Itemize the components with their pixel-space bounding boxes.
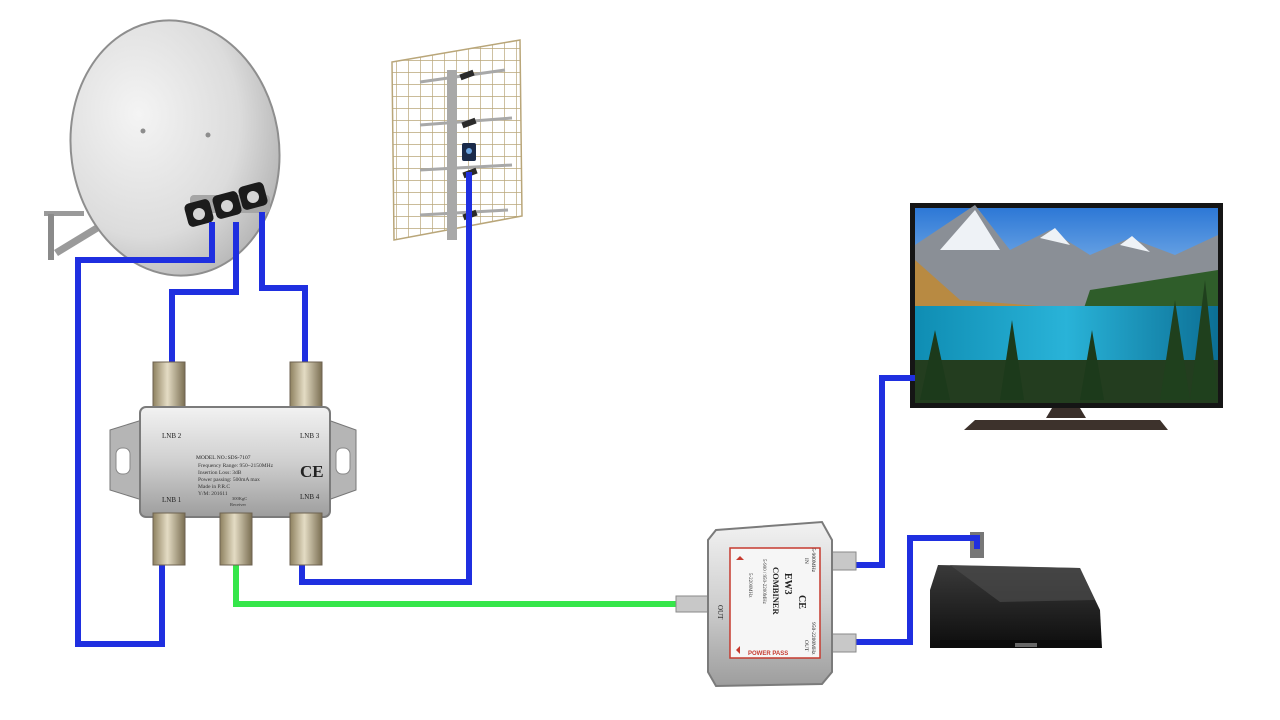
switch-spec-loss: Insertion Loss: 3dB: [198, 470, 242, 476]
f-connector-lnb2: [152, 361, 186, 413]
switch-receiver-label: Receiver: [230, 502, 246, 507]
f-connector-lnb3: [289, 361, 323, 413]
tv-screen: [915, 205, 1218, 403]
switch-spec-ym: Y/M: 201611: [198, 491, 228, 497]
set-top-box: [930, 532, 1102, 648]
switch-model: MODEL NO.:SDS-7107: [196, 455, 251, 461]
combiner: EW3 COMBINER 5-900 / 950-2200MHz 5-2200M…: [675, 520, 857, 688]
dish-rivet: [140, 128, 146, 134]
coax-combiner-to-stb: [853, 535, 980, 645]
diseqc-switch: LNB 2 LNB 3 LNB 1 LNB 4 MODEL NO.:SDS-71…: [109, 361, 357, 566]
antenna-balun-dot: [466, 148, 472, 154]
satellite-dish: [44, 19, 281, 277]
coax-lnb3: [259, 212, 308, 369]
combiner-label-panel: [729, 547, 821, 659]
coax-lnb1: [75, 222, 215, 647]
coax-lnb2: [169, 222, 239, 369]
combiner-power-pass: POWER PASS: [748, 651, 788, 657]
dish-rivet: [205, 132, 211, 138]
combiner-port-out-right: OUT: [803, 640, 809, 652]
switch-spec-frequency: Frequency Range: 950~2150MHz: [198, 463, 274, 469]
stb-top-panel: [950, 565, 1095, 602]
switch-spec-made: Made in P.R.C: [198, 484, 230, 490]
switch-port-label-lnb1: LNB 1: [162, 496, 182, 504]
antenna-mast: [447, 70, 457, 240]
coax-combiner-to-tv: [853, 375, 915, 568]
combiner-ce-mark-icon: CE: [796, 595, 807, 609]
tv-stand-base: [964, 420, 1168, 430]
switch-port-label-lnb2: LNB 2: [162, 432, 182, 440]
switch-receiver-freq: 300KgC: [232, 496, 247, 501]
combiner-freq-b: 5-2200MHz: [747, 573, 752, 598]
coax-antenna-to-lnb4: [299, 172, 472, 585]
dish-bracket-arm: [44, 211, 84, 216]
switch-ear-hole: [335, 447, 351, 475]
combiner-port-freq-top: 5-900MHz: [810, 548, 816, 573]
lnb-cap: [221, 200, 233, 212]
cables: [75, 172, 980, 647]
switch-ear-hole: [115, 447, 131, 475]
switch-spec-power: Power passing: 500mA max: [198, 477, 260, 483]
ce-mark-icon: CE: [300, 462, 324, 481]
combiner-freq-a: 5-900 / 950-2200MHz: [761, 559, 766, 605]
combiner-port-out: OUT: [716, 605, 724, 620]
combiner-brand: EW3: [782, 573, 793, 595]
switch-port-label-lnb4: LNB 4: [300, 493, 320, 501]
lnb-cap: [193, 208, 205, 220]
combiner-port-freq-bottom: 950-2200MHz: [810, 622, 816, 655]
stb-slot: [1015, 643, 1037, 647]
dish-wall-mount: [48, 214, 54, 260]
combiner-name: COMBINER: [771, 567, 781, 616]
coax-receiver-to-combiner: [233, 559, 691, 607]
lnb-cap: [247, 191, 259, 203]
television: [910, 203, 1223, 430]
f-connector-lnb1: [152, 512, 186, 566]
combiner-text-group: EW3 COMBINER 5-900 / 950-2200MHz 5-2200M…: [747, 559, 807, 616]
combiner-f-connector-out: [675, 595, 713, 613]
tv-stand-neck: [1046, 408, 1086, 418]
switch-port-label-lnb3: LNB 3: [300, 432, 320, 440]
combiner-port-in: IN: [803, 558, 809, 564]
terrestrial-antenna: [391, 39, 523, 241]
dish-brace: [54, 222, 104, 256]
f-connector-receiver: [219, 512, 253, 566]
f-connector-lnb4: [289, 512, 323, 566]
lnb-cluster: [184, 182, 270, 227]
